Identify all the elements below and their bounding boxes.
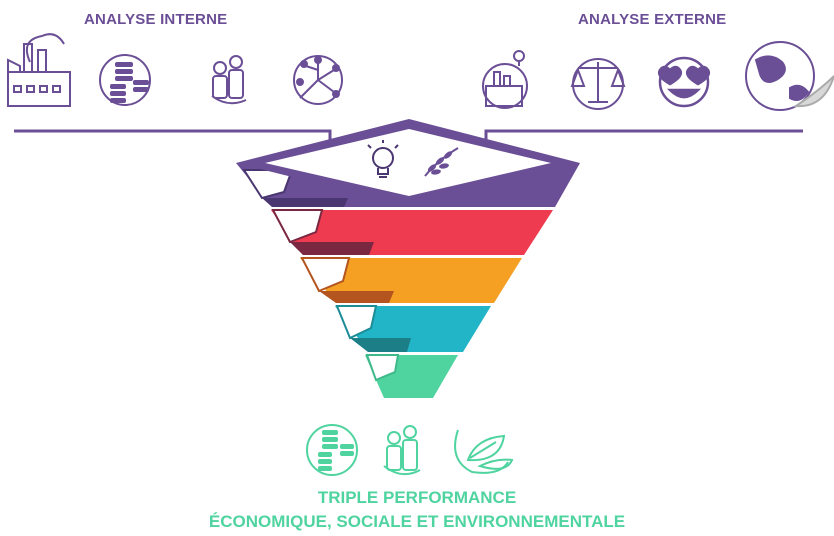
outcome-leaf-icon [454,429,514,474]
outcome-people-icon [383,425,421,476]
external-analysis-title: ANALYSE EXTERNE [578,11,727,28]
funnel-layer-2 [271,209,553,255]
outcome-coins-icon [306,424,358,476]
funnel-layer-4 [335,305,491,352]
internal-analysis-title: ANALYSE INTERNE [84,11,228,28]
funnel-layer-1 [236,119,580,207]
outcome-subtitle: ÉCONOMIQUE, SOCIALE ET ENVIRONNEMENTALE [208,512,626,531]
funnel-layer-5 [365,354,458,398]
coins-icon [99,54,151,106]
factory-lightbulb-icon [482,50,528,109]
lightbulb-icon [367,140,399,178]
people-icon [211,55,247,105]
globe-leaf-icon [745,41,834,111]
heart-eyes-emoji-icon [657,56,711,108]
outcome-title: TRIPLE PERFORMANCE [317,488,517,507]
funnel-layer-3 [300,257,522,303]
network-tree-icon [293,55,343,105]
wheat-icon [424,147,459,177]
factory-icon [7,33,71,107]
balance-scale-icon [570,58,626,110]
